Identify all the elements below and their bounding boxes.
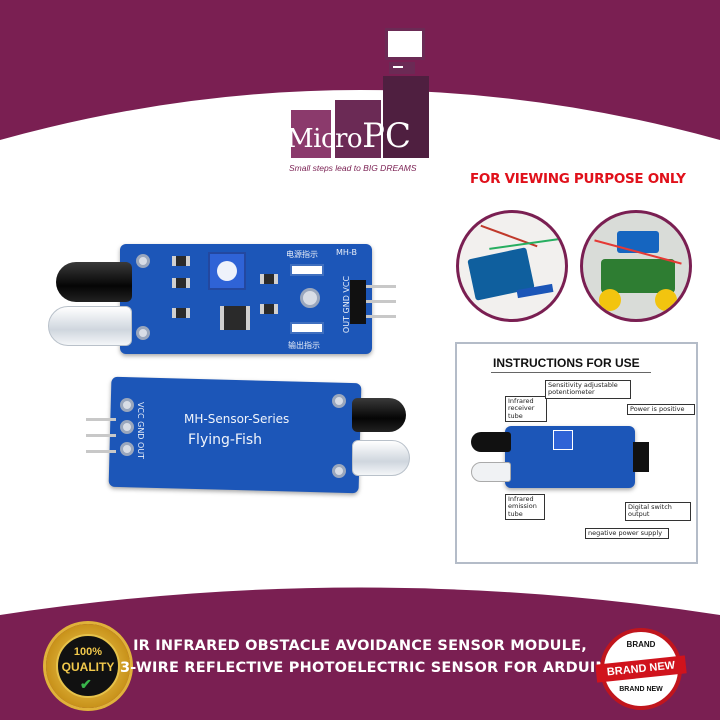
quality-word: QUALITY (61, 660, 115, 674)
ir-receiver-tube-back (352, 398, 406, 432)
instructions-title: INSTRUCTIONS FOR USE (493, 356, 640, 370)
product-title-line2: 3-WIRE REFLECTIVE PHOTOELECTRIC SENSOR F… (120, 660, 621, 676)
power-indicator-label: 电源指示 (286, 250, 318, 259)
mini-potentiometer (553, 430, 573, 450)
callout-emission: Infrared emission tube (505, 494, 545, 521)
ir-emitter-tube-back (352, 440, 410, 476)
callout-power: Power is positive (627, 404, 695, 416)
header-pins (350, 280, 396, 324)
sensor-board-front: MH-B 电源指示 输出指示 OUT GND VCC (120, 244, 396, 354)
callout-digital: Digital switch output (625, 502, 691, 521)
mounting-hole (136, 326, 150, 340)
front-pin-labels: OUT GND VCC (342, 275, 352, 334)
board-label-top: MH-B (336, 248, 358, 257)
callout-receiver: Infrared receiver tube (505, 396, 547, 423)
mini-emitter (471, 462, 511, 482)
logo-bar (335, 100, 381, 158)
comparator-chip (220, 306, 250, 330)
brand-name-pc: PC (362, 116, 411, 156)
top-banner (0, 0, 720, 140)
callout-potentiometer: Sensitivity adjustable potentiometer (545, 380, 631, 399)
back-name-label: Flying-Fish (188, 432, 263, 448)
monitor-icon (385, 28, 425, 60)
brand-new-badge: BRAND BRAND NEW BRAND NEW (595, 628, 687, 710)
brand-name-micro: Micro (287, 124, 363, 154)
callout-negative: negative power supply (585, 528, 669, 540)
sensor-board-back: MH-Sensor-Series Flying-Fish VCC GND OUT (108, 376, 362, 494)
output-indicator-label: 输出指示 (288, 341, 320, 350)
brand-new-top: BRAND (626, 640, 656, 649)
mini-pins (633, 442, 649, 472)
ir-receiver-tube (56, 262, 132, 302)
mounting-hole (120, 420, 134, 434)
mounting-hole (136, 254, 150, 268)
brand-logo: MicroPC Small steps lead to BIG DREAMS (283, 28, 443, 178)
arduino-photo (456, 210, 568, 322)
mini-receiver (471, 432, 511, 452)
back-series-label: MH-Sensor-Series (184, 412, 290, 426)
mounting-hole (120, 442, 134, 456)
power-led (290, 264, 324, 276)
back-pin-labels: VCC GND OUT (136, 401, 146, 460)
mounting-hole (332, 464, 346, 478)
brand-new-ribbon: BRAND NEW (595, 655, 687, 683)
quality-percent: 100% (73, 646, 103, 658)
ir-emitter-tube (48, 306, 132, 346)
instructions-panel: INSTRUCTIONS FOR USE Infrared receiver t… (455, 342, 698, 564)
output-led (290, 322, 324, 334)
bottom-banner (0, 587, 720, 720)
potentiometer (208, 252, 246, 290)
mounting-hole (120, 398, 134, 412)
back-header-pins (86, 412, 116, 456)
checkmark-icon: ✔ (80, 676, 92, 692)
mounting-hole (332, 394, 346, 408)
mounting-hole (300, 288, 320, 308)
logo-bar (291, 110, 331, 158)
product-title-line1: IR INFRARED OBSTACLE AVOIDANCE SENSOR MO… (133, 638, 587, 654)
viewing-notice: FOR VIEWING PURPOSE ONLY (470, 171, 686, 187)
brand-new-bottom: BRAND NEW (619, 686, 663, 693)
quality-badge: 100% QUALITY ✔ (46, 624, 130, 708)
logo-bar (383, 76, 429, 158)
brand-tagline: Small steps lead to BIG DREAMS (289, 163, 417, 173)
robot-car-photo (580, 210, 692, 322)
